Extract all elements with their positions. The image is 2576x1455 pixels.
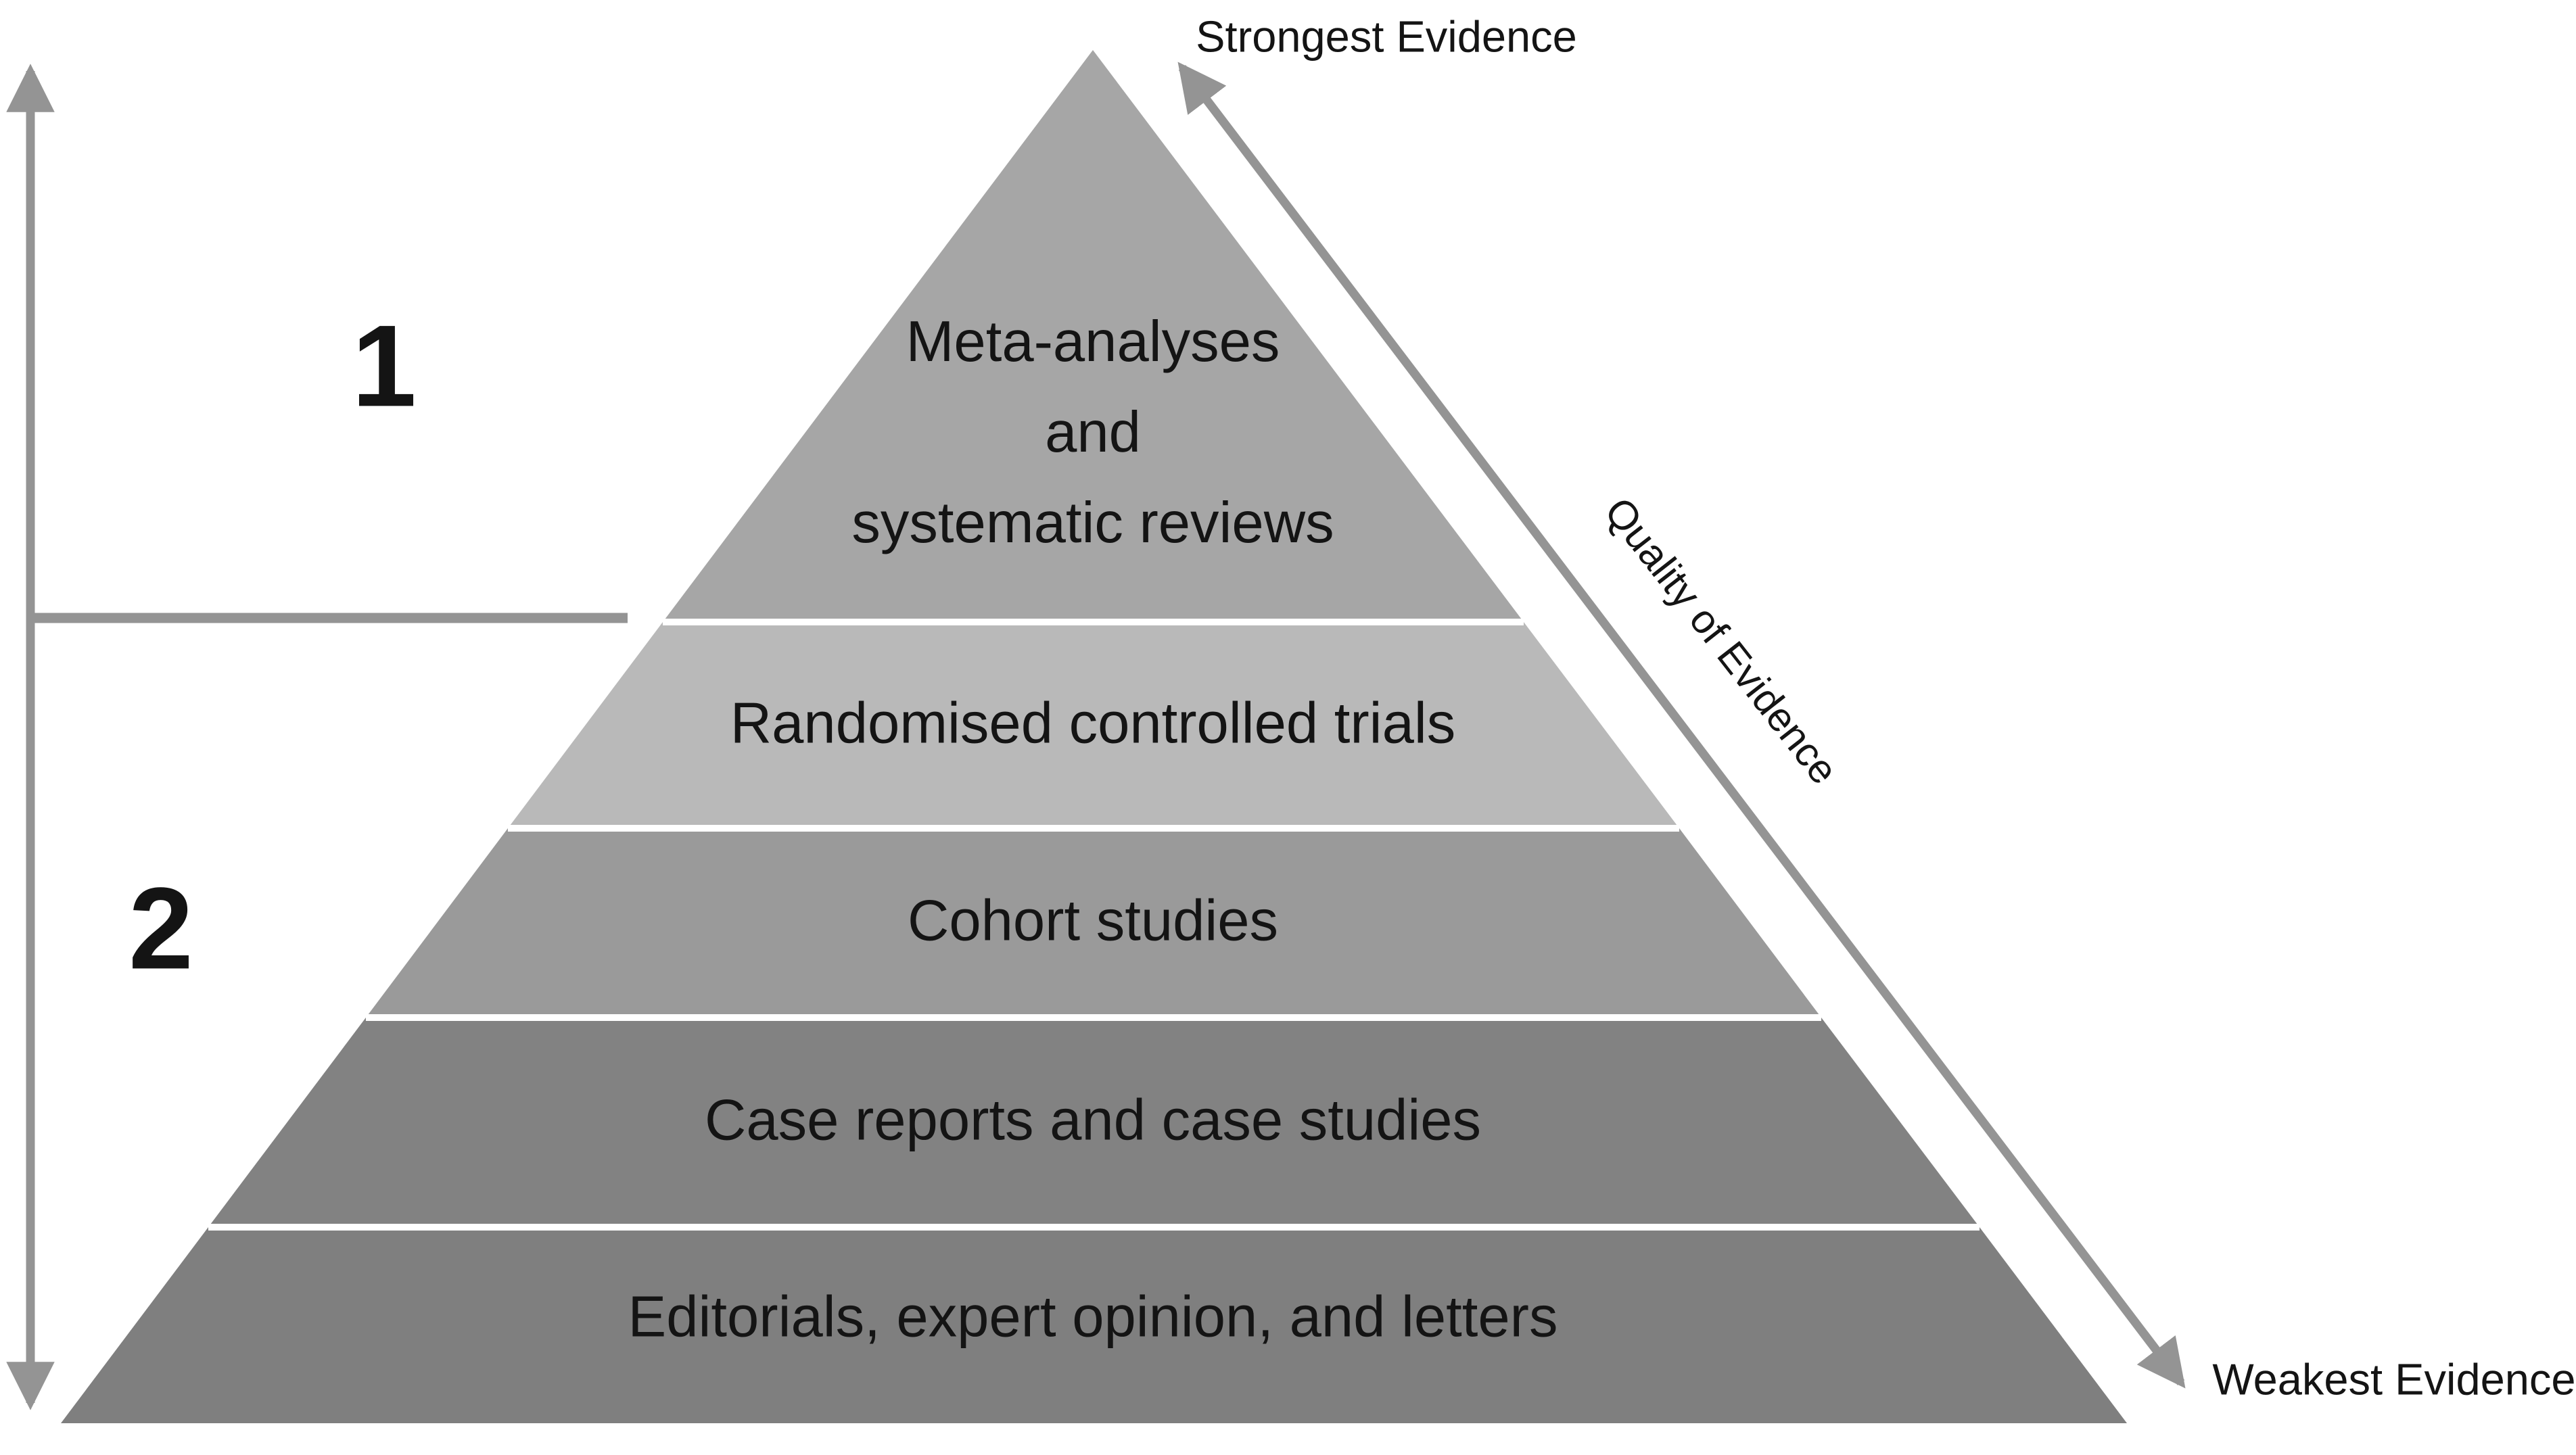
group-1-number: 1 (352, 301, 417, 431)
tier-4-label: Case reports and case studies (704, 1088, 1482, 1153)
tier-3-label: Cohort studies (907, 888, 1279, 953)
group-2-number: 2 (128, 863, 193, 994)
tier-1-label: Meta-analyses and systematic reviews (789, 297, 1397, 569)
weakest-evidence-label: Weakest Evidence (2212, 1354, 2576, 1404)
tier-1-label-line-3: systematic reviews (851, 491, 1334, 555)
tier-2-label: Randomised controlled trials (730, 691, 1456, 756)
quality-axis-arrow (1177, 62, 2186, 1389)
strongest-evidence-label: Strongest Evidence (1196, 11, 1577, 62)
tier-1-label-line-2: and (1045, 400, 1141, 464)
tier-1-label-line-1: Meta-analyses (906, 310, 1280, 374)
tier-5-label: Editorials, expert opinion, and letters (628, 1285, 1558, 1350)
